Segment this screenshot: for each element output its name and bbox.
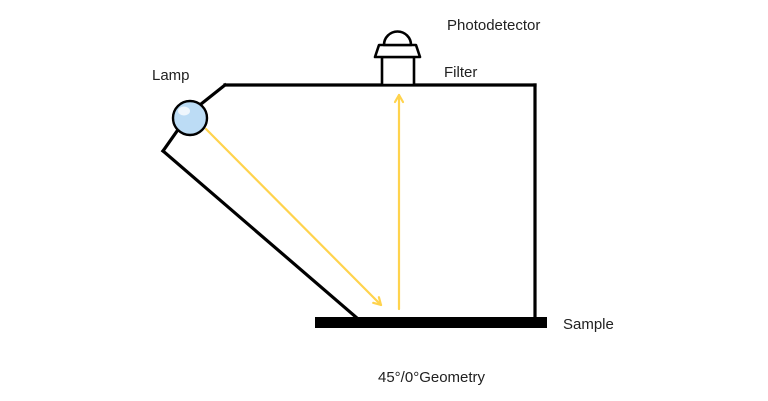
sample-bar (315, 317, 547, 328)
photodetector-base (373, 43, 422, 59)
photodetector-icon (373, 30, 422, 87)
filter-block (380, 55, 416, 87)
filter-label: Filter (444, 64, 477, 81)
enclosure-slanted-wall (160, 148, 360, 321)
enclosure-outline (160, 82, 537, 321)
lamp-highlight (178, 106, 190, 116)
light-rays (204, 93, 405, 311)
photodetector-dome (382, 30, 413, 47)
lamp-label: Lamp (152, 67, 190, 84)
photodetector-label: Photodetector (447, 17, 540, 34)
incident-ray-45deg (204, 127, 383, 307)
sample-label: Sample (563, 316, 614, 333)
lamp-bulb (171, 99, 209, 137)
lamp-icon (171, 99, 209, 137)
geometry-caption: 45°/0°Geometry (378, 369, 486, 386)
